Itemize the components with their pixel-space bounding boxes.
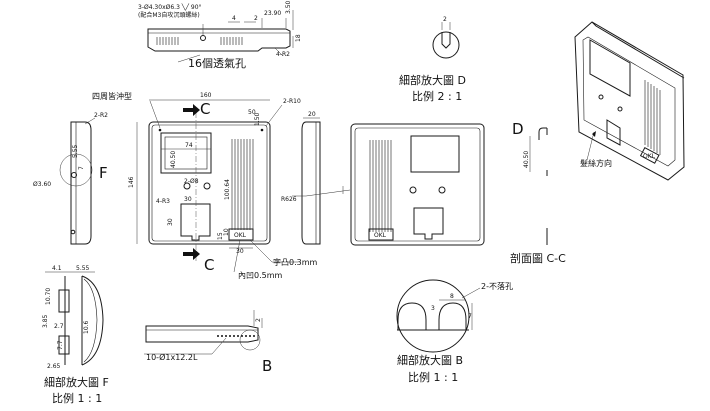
front-view-dim-40-50: 40.50 xyxy=(170,151,177,168)
detail-f-dim-4-1: 4.1 xyxy=(52,265,62,272)
front-view-cutout xyxy=(180,203,211,241)
top-view-screw-note: (配合M3自攻沉頭螺絲) xyxy=(138,11,200,19)
top-view-dim-4: 4 xyxy=(232,15,236,22)
bottom-view-holes-spec: 10-Ø1x12.2L xyxy=(146,352,198,362)
front-view-hole-right xyxy=(203,182,211,190)
detail-b-dim-8: 8 xyxy=(450,293,454,300)
left-side-hole xyxy=(71,172,77,178)
top-view-vent-slots xyxy=(156,37,243,45)
top-view-radius-4r2: 4-R2 xyxy=(276,51,290,58)
left-side-radius-2r2: 2-R2 xyxy=(94,112,108,119)
right-side-view: 20 R626 xyxy=(281,111,351,245)
section-cc-title: 剖面圖 C-C xyxy=(510,251,566,265)
detail-b-scale: 比例 1 : 1 xyxy=(408,370,458,384)
vents-callout: 16個透氣孔 xyxy=(188,56,246,70)
bottom-view-dim-2: 2 xyxy=(255,318,262,322)
front-view-width-160: 160 xyxy=(200,92,212,99)
bottom-view-holes xyxy=(217,335,255,337)
front-view-dim-50: 50 xyxy=(248,109,256,116)
front-view-dim-30-side: 30 xyxy=(167,218,174,226)
isometric-view: OKL 髮絲方向 xyxy=(574,21,685,181)
detail-f-dim-2-65: 2.65 xyxy=(47,363,61,370)
section-cc-label-d: D xyxy=(512,120,524,138)
section-arrow-bottom xyxy=(183,248,200,260)
detail-f-slot xyxy=(58,289,70,313)
front-view-logo: OKL xyxy=(234,232,247,239)
iso-logo: OKL xyxy=(643,153,656,160)
perimeter-label: 四周皆沖型 xyxy=(92,91,132,101)
raised-text-label: 字凸0.3mm xyxy=(273,257,318,267)
detail-f-scale: 比例 1 : 1 xyxy=(52,391,102,405)
top-view-dim-2: 2 xyxy=(254,15,258,22)
iso-window xyxy=(589,39,631,97)
back-view: OKL xyxy=(350,123,485,246)
detail-b-title: 細部放大圖 B xyxy=(397,353,463,367)
detail-f-dim-10-6: 10.6 xyxy=(83,320,90,334)
left-side-view: 2-R2 5.55 7 Ø3.60 F xyxy=(33,112,108,245)
front-view-dim-1-50: 1.50 xyxy=(254,112,261,126)
detail-f-dim-10-70: 10.70 xyxy=(45,288,52,305)
left-side-dim-7: 7 xyxy=(78,166,85,170)
top-view: 3-Ø4.30xØ6.3 ╲╱ 90° (配合M3自攻沉頭螺絲) 23.90 4… xyxy=(138,0,302,70)
detail-f: 4.1 5.55 10.70 3.85 2.7 7.7 2.65 10.6 細部… xyxy=(42,265,109,405)
bottom-view: 2 10-Ø1x12.2L B xyxy=(144,310,272,375)
section-c-top: C xyxy=(200,100,210,118)
detail-f-marker xyxy=(59,153,93,187)
left-side-dia-3-60: Ø3.60 xyxy=(33,181,51,188)
front-view-height-146: 146 xyxy=(128,176,135,188)
detail-d-scale: 比例 2 : 1 xyxy=(412,89,462,103)
front-view-logo-plate xyxy=(228,228,254,241)
label-b: B xyxy=(262,357,272,375)
right-side-radius-r626: R626 xyxy=(281,196,297,203)
front-view-dim-15: 15 xyxy=(217,232,224,240)
detail-f-dim-7-7: 7.7 xyxy=(57,340,64,350)
back-view-vent-grille xyxy=(369,140,392,232)
front-view-dim-30-bottom: 30 xyxy=(236,248,244,255)
front-view-radius-4r3: 4-R3 xyxy=(156,198,170,205)
detail-b-dim-7: 7 xyxy=(468,313,472,320)
front-view-radius-2r10: 2-R10 xyxy=(283,98,301,105)
top-view-dim-3-50: 3.50 xyxy=(285,0,292,14)
detail-b-callout: 2-不落孔 xyxy=(481,281,513,291)
detail-d: 2 細部放大圖 D 比例 2 : 1 xyxy=(399,16,466,103)
front-view-hole-left xyxy=(183,182,191,190)
front-view: OKL C C 四周皆沖型 160 146 50 1.50 2-R10 74 4… xyxy=(92,91,318,280)
detail-f-dim-5-55: 5.55 xyxy=(76,265,90,272)
detail-f-dim-3-85: 3.85 xyxy=(42,314,49,328)
top-view-dim-18: 18 xyxy=(295,34,302,42)
back-view-logo: OKL xyxy=(374,232,387,239)
recessed-label: 內凹0.5mm xyxy=(238,271,283,280)
section-arrow-top xyxy=(183,104,200,116)
left-side-dim-5-55: 5.55 xyxy=(72,144,79,158)
detail-b: 8 3 7 2-不落孔 細部放大圖 B 比例 1 : 1 xyxy=(396,279,513,384)
top-view-screw-hole xyxy=(200,35,206,41)
detail-b-marker xyxy=(239,329,261,351)
section-cc: 40.50 D 剖面圖 C-C xyxy=(510,120,566,265)
section-cc-dim-40-50: 40.50 xyxy=(523,151,530,168)
detail-d-dim-2: 2 xyxy=(443,16,447,23)
front-view-holes: 2-Ø8 xyxy=(184,178,199,185)
front-view-dim-30-top: 30 xyxy=(184,196,192,203)
detail-f-dim-2-7: 2.7 xyxy=(54,323,64,330)
detail-b-dim-3: 3 xyxy=(431,305,435,312)
front-view-dim-10: 10 xyxy=(223,228,230,236)
label-f: F xyxy=(99,164,108,182)
front-view-display-window xyxy=(160,132,212,174)
iso-vent-grille xyxy=(644,80,661,155)
detail-f-title: 細部放大圖 F xyxy=(44,375,109,389)
top-view-dim-23-90: 23.90 xyxy=(264,10,281,17)
right-side-dim-20: 20 xyxy=(308,111,316,118)
front-view-dim-74: 74 xyxy=(185,142,193,149)
section-c-bottom: C xyxy=(204,256,214,274)
front-view-dim-100-64: 100.64 xyxy=(224,179,231,200)
back-view-window xyxy=(410,135,460,173)
front-view-vent-grille xyxy=(231,139,254,230)
hairline-direction-label: 髮絲方向 xyxy=(580,158,612,168)
detail-d-title: 細部放大圖 D xyxy=(399,73,466,87)
top-view-hole-spec: 3-Ø4.30xØ6.3 ╲╱ 90° xyxy=(138,3,202,11)
